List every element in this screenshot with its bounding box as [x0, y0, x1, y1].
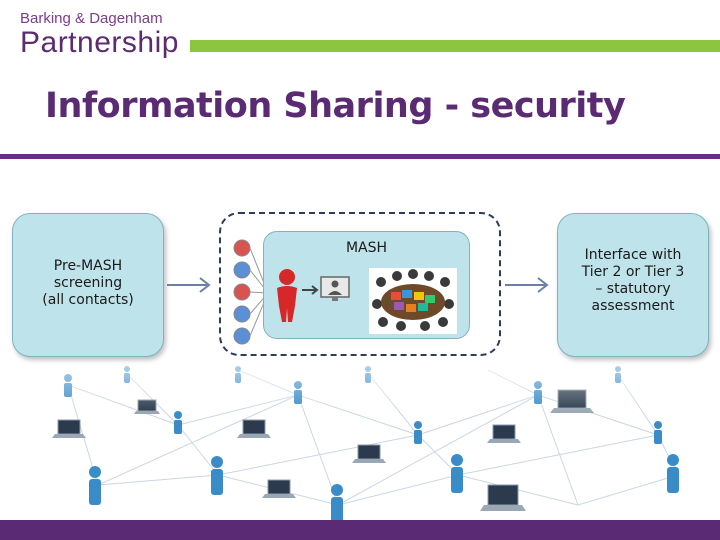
pre-mash-line-1: Pre-MASH [53, 258, 123, 274]
pre-mash-line-2: screening [53, 275, 123, 291]
logo-top-text: Barking & Dagenham [20, 10, 163, 27]
interface-line-4: assessment [591, 298, 675, 314]
header-green-bar [190, 40, 720, 52]
arrow-right-icon [505, 277, 549, 293]
footer-bar [0, 520, 720, 540]
pre-mash-line-3: (all contacts) [42, 292, 134, 308]
contacts-people-icon [233, 239, 268, 345]
interface-box: Interface with Tier 2 or Tier 3 – statut… [557, 213, 709, 357]
interface-line-3: – statutory [595, 281, 671, 297]
mash-label: MASH [345, 240, 388, 256]
small-arrow-icon [302, 285, 319, 295]
mash-box: MASH [263, 231, 470, 339]
interface-line-2: Tier 2 or Tier 3 [581, 264, 685, 280]
monitor-icon [320, 276, 350, 301]
logo-bottom-text: Partnership [20, 26, 179, 59]
pre-mash-box: Pre-MASH screening (all contacts) [12, 213, 164, 357]
slide-title: Information Sharing - security [45, 86, 626, 126]
red-person-icon [277, 269, 297, 322]
arrow-right-icon [167, 277, 211, 293]
title-divider [0, 154, 720, 159]
network-illustration [38, 365, 698, 525]
interface-line-1: Interface with [584, 247, 682, 263]
meeting-table-icon [369, 268, 457, 334]
mash-dashed-region [219, 212, 501, 356]
